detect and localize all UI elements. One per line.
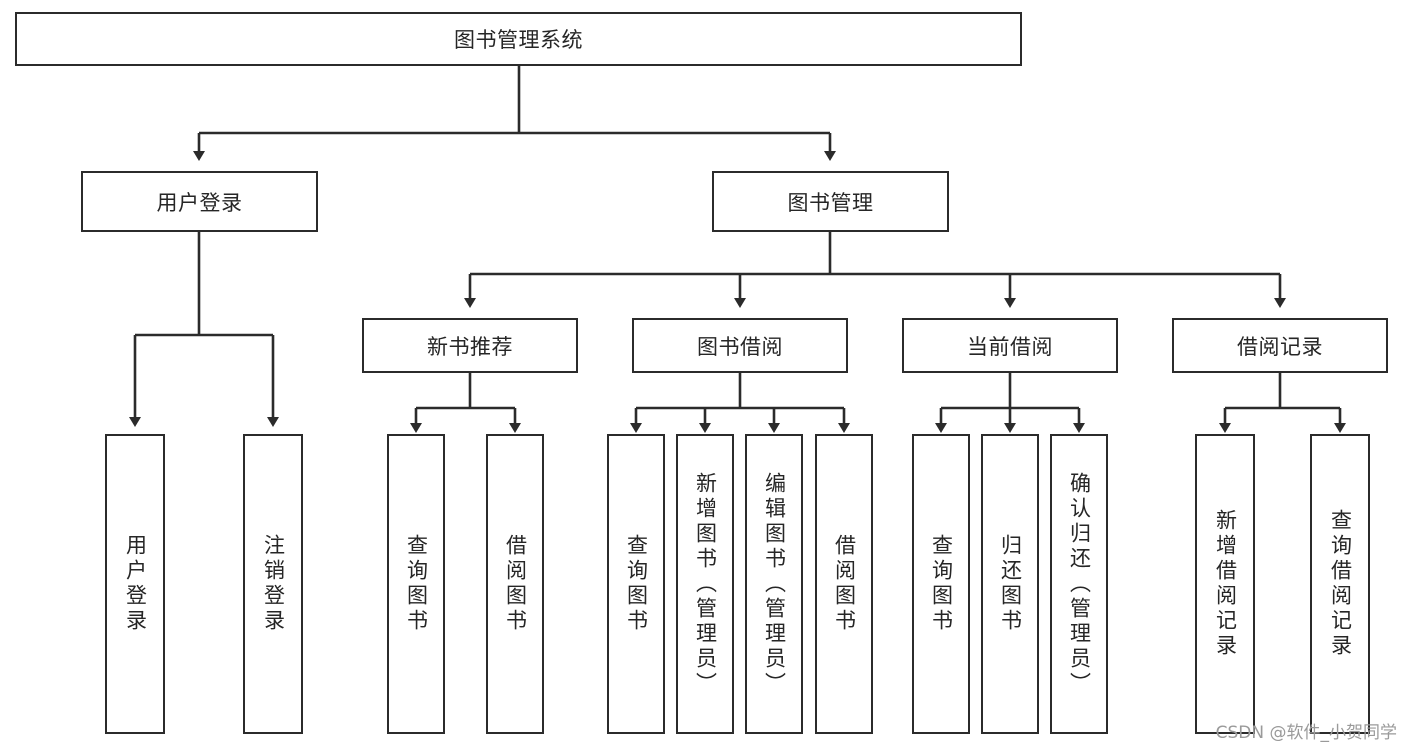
leaf-confirm-return[interactable]: 确认归还（管理员） <box>1050 434 1108 734</box>
node-borrow-record[interactable]: 借阅记录 <box>1172 318 1388 373</box>
leaf-user-login-label: 用户登录 <box>123 534 148 634</box>
leaf-query-book-2[interactable]: 查询图书 <box>607 434 665 734</box>
leaf-add-borrow-record-label: 新增借阅记录 <box>1213 509 1238 659</box>
leaf-borrow-book-2[interactable]: 借阅图书 <box>815 434 873 734</box>
leaf-add-borrow-record[interactable]: 新增借阅记录 <box>1195 434 1255 734</box>
leaf-return-book-label: 归还图书 <box>998 534 1023 634</box>
leaf-add-book-label: 新增图书（管理员） <box>693 471 718 697</box>
leaf-edit-book[interactable]: 编辑图书（管理员） <box>745 434 803 734</box>
leaf-borrow-book-1-label: 借阅图书 <box>503 534 528 634</box>
leaf-query-borrow-record[interactable]: 查询借阅记录 <box>1310 434 1370 734</box>
leaf-borrow-book-2-label: 借阅图书 <box>832 534 857 634</box>
node-book-borrow[interactable]: 图书借阅 <box>632 318 848 373</box>
node-current-borrow[interactable]: 当前借阅 <box>902 318 1118 373</box>
leaf-query-book-3-label: 查询图书 <box>929 534 954 634</box>
leaf-edit-book-label: 编辑图书（管理员） <box>762 471 787 697</box>
leaf-confirm-return-label: 确认归还（管理员） <box>1067 471 1092 697</box>
leaf-query-book-3[interactable]: 查询图书 <box>912 434 970 734</box>
leaf-borrow-book-1[interactable]: 借阅图书 <box>486 434 544 734</box>
leaf-user-logout-label: 注销登录 <box>261 534 286 634</box>
node-book-manage[interactable]: 图书管理 <box>712 171 949 232</box>
leaf-user-logout[interactable]: 注销登录 <box>243 434 303 734</box>
node-new-book-recommend[interactable]: 新书推荐 <box>362 318 578 373</box>
leaf-user-login[interactable]: 用户登录 <box>105 434 165 734</box>
leaf-query-borrow-record-label: 查询借阅记录 <box>1328 509 1353 659</box>
leaf-return-book[interactable]: 归还图书 <box>981 434 1039 734</box>
leaf-query-book-2-label: 查询图书 <box>624 534 649 634</box>
leaf-query-book-1-label: 查询图书 <box>404 534 429 634</box>
node-root[interactable]: 图书管理系统 <box>15 12 1022 66</box>
node-user-login[interactable]: 用户登录 <box>81 171 318 232</box>
leaf-add-book[interactable]: 新增图书（管理员） <box>676 434 734 734</box>
watermark: CSDN @软件_小贺同学 <box>1215 723 1397 743</box>
leaf-query-book-1[interactable]: 查询图书 <box>387 434 445 734</box>
